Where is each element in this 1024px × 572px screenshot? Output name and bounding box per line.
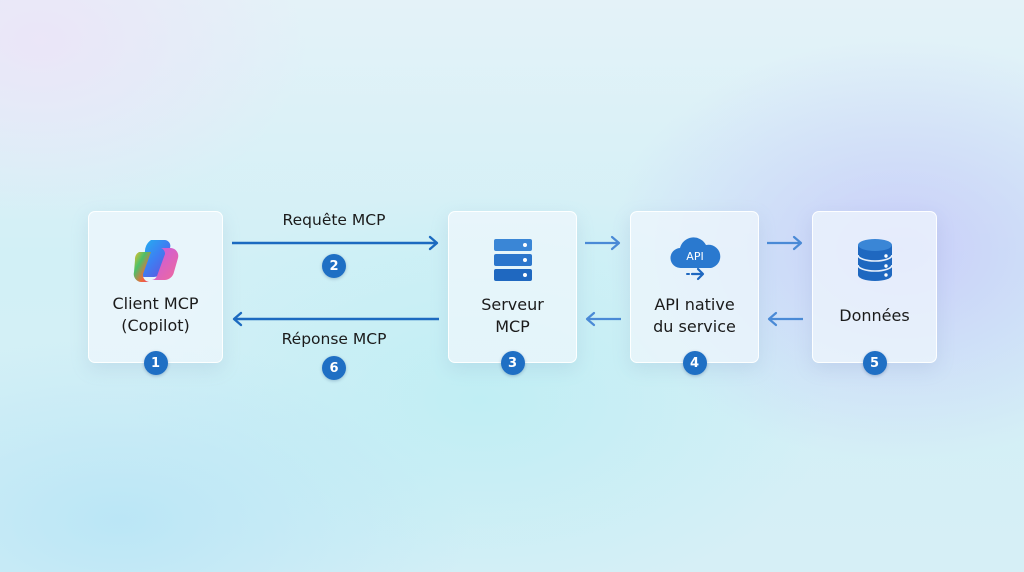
node-server-label-line1: Serveur (481, 295, 544, 314)
database-icon (856, 238, 893, 286)
node-client-mcp: Client MCP (Copilot) 1 (88, 211, 223, 375)
step-badge-6: 6 (322, 356, 346, 380)
step-badge-4: 4 (682, 351, 707, 375)
node-api-label-line1: API native (654, 295, 735, 314)
server-icon (493, 238, 533, 286)
arrow-api-to-data (767, 235, 803, 251)
arrow-request (232, 235, 439, 251)
node-client-label-line2: (Copilot) (121, 316, 190, 335)
flow-label-request: Requête MCP (282, 211, 386, 229)
copilot-logo-icon (131, 238, 181, 288)
cloud-api-text: API (686, 250, 703, 263)
node-donnees: Données 5 (812, 211, 937, 375)
arrow-data-to-api (767, 311, 803, 327)
node-client-label-line1: Client MCP (112, 294, 199, 313)
step-badge-3: 3 (500, 351, 525, 375)
node-server-label-line2: MCP (495, 317, 530, 336)
arrow-response (232, 311, 439, 327)
step-badge-5: 5 (862, 351, 887, 375)
node-client-label: Client MCP (Copilot) (89, 293, 222, 337)
node-api-native: API API native du service 4 (630, 211, 759, 375)
arrow-api-to-server (585, 311, 621, 327)
cloud-api-icon: API (669, 236, 721, 286)
step-badge-1: 1 (143, 351, 168, 375)
node-api-label: API native du service (631, 294, 758, 338)
node-server-label: Serveur MCP (449, 294, 576, 338)
step-badge-2: 2 (322, 254, 346, 278)
arrow-server-to-api (585, 235, 621, 251)
node-serveur-mcp: Serveur MCP 3 (448, 211, 577, 375)
flow-label-response: Réponse MCP (281, 330, 387, 348)
node-data-label: Données (839, 306, 910, 325)
node-api-label-line2: du service (653, 317, 736, 336)
